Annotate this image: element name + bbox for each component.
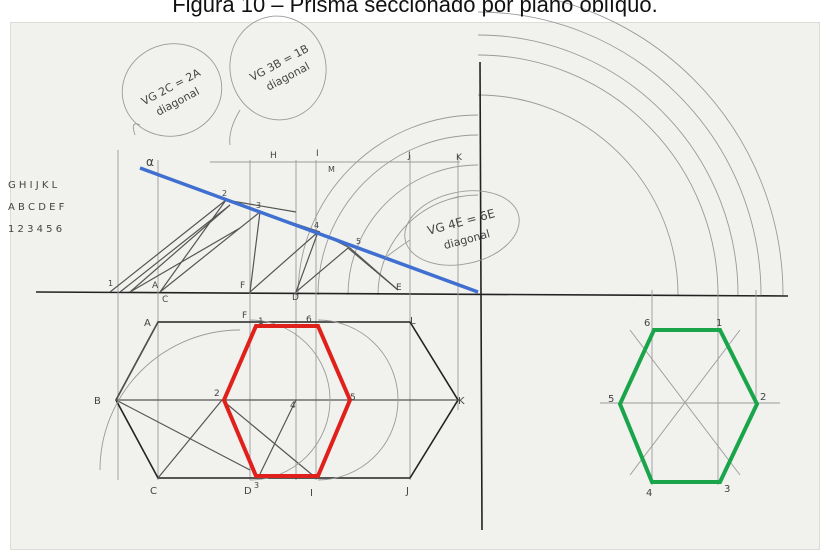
note3-ellipse [404, 190, 520, 266]
svg-text:5: 5 [350, 393, 356, 403]
svg-text:K: K [456, 153, 463, 163]
drawing-sheet [10, 22, 820, 550]
svg-text:4: 4 [290, 401, 296, 411]
svg-text:1: 1 [716, 318, 722, 329]
svg-text:M: M [328, 165, 335, 174]
svg-text:J: J [407, 151, 411, 161]
top-view-labels: A B C D I J K L F 1 2 3 4 5 6 [94, 311, 465, 499]
svg-text:C: C [162, 295, 168, 305]
note2-arrow [229, 109, 241, 146]
note1-arrow [132, 123, 141, 136]
svg-text:D: D [244, 486, 252, 497]
svg-text:K: K [458, 396, 465, 407]
note2-ellipse [229, 15, 327, 121]
figure-caption: Figura 10 – Prisma seccionado por plano … [172, 0, 658, 17]
svg-text:4: 4 [646, 488, 652, 499]
note1-ellipse [121, 43, 223, 137]
legend-row3: 1 2 3 4 5 6 [8, 224, 62, 235]
svg-text:I: I [316, 149, 319, 159]
note3-text: VG 4E = 6E diagonal [426, 206, 497, 252]
note2-text: VG 3B = 1B diagonal [248, 42, 312, 93]
svg-text:L: L [410, 316, 416, 327]
svg-text:6: 6 [306, 315, 312, 325]
top-view-hexagon [99, 319, 459, 481]
svg-text:3: 3 [256, 201, 261, 210]
front-top-labels: H I J K M [270, 149, 463, 174]
cut-plane-line [139, 166, 479, 294]
svg-text:2: 2 [760, 392, 766, 403]
svg-text:F: F [242, 311, 247, 321]
svg-text:J: J [405, 486, 409, 497]
green-true-size-hexagon [617, 328, 760, 484]
ground-line [35, 291, 789, 297]
svg-text:2: 2 [214, 389, 220, 399]
svg-text:4: 4 [314, 221, 319, 230]
svg-text:3: 3 [254, 481, 259, 490]
construction-arcs [297, 0, 784, 296]
green-hex-construction [600, 329, 780, 476]
vertical-axis [479, 61, 483, 531]
red-section-hexagon [221, 324, 353, 478]
ground-line-labels: A C F D E [152, 281, 402, 305]
legend-row1: G H I J K L [8, 180, 58, 191]
svg-text:6: 6 [644, 318, 650, 329]
svg-text:D: D [292, 293, 299, 303]
svg-text:3: 3 [724, 484, 730, 495]
svg-text:B: B [94, 396, 101, 407]
legend-row2: A B C D E F [8, 202, 65, 213]
svg-text:1: 1 [108, 279, 113, 288]
svg-text:H: H [270, 151, 277, 161]
svg-text:5: 5 [608, 394, 614, 405]
svg-text:I: I [310, 488, 313, 499]
point-legend: G H I J K L A B C D E F 1 2 3 4 5 6 [8, 180, 65, 235]
svg-text:F: F [240, 281, 245, 291]
svg-text:2: 2 [222, 189, 227, 198]
green-hex-labels: 6 1 2 3 4 5 [608, 318, 766, 499]
front-point-labels: 2 3 4 5 1 [108, 189, 361, 288]
svg-text:A: A [144, 318, 151, 329]
svg-text:A: A [152, 281, 159, 291]
plane-label: α [146, 155, 154, 169]
svg-text:5: 5 [356, 237, 361, 246]
svg-text:C: C [150, 486, 157, 497]
note3-arrow [384, 239, 411, 259]
note1-text: VG 2C = 2A diagonal [139, 66, 203, 119]
svg-text:1: 1 [258, 317, 264, 327]
svg-text:E: E [396, 283, 402, 293]
